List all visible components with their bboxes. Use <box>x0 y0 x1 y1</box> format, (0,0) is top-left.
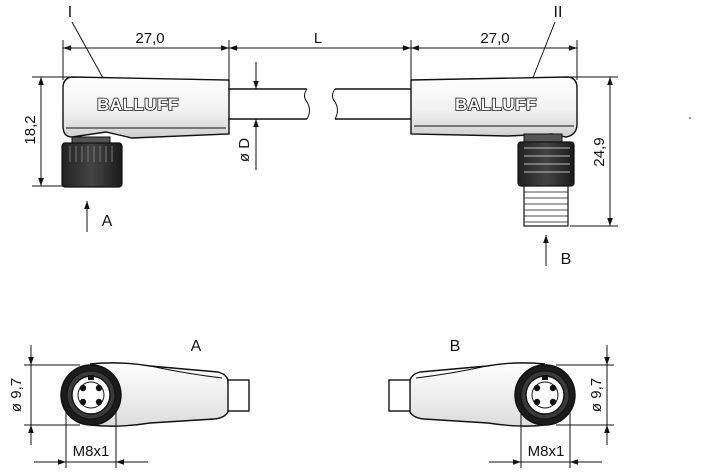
dim-left-height: 18,2 <box>22 115 39 144</box>
dim-right-length: 27,0 <box>480 30 509 47</box>
arrow-label-b: B <box>561 251 572 268</box>
brand-left: BALLUFF <box>97 95 179 114</box>
top-view: 27,0 L 27,0 I II 18,2 BALLUFF <box>22 4 691 268</box>
left-coupling-nut <box>61 142 123 188</box>
view-b-label: B <box>450 338 461 355</box>
dim-cable-diameter: ø D <box>236 138 253 162</box>
cable-diameter-dimension <box>228 62 262 170</box>
view-b-thread-dimension <box>489 410 602 468</box>
view-a-thread-dimension <box>34 410 148 468</box>
right-connector-body <box>410 76 578 138</box>
label-connector-ii: II <box>554 4 563 21</box>
arrow-label-a: A <box>102 213 113 230</box>
label-connector-i: I <box>68 4 72 21</box>
right-threaded-pin <box>523 185 569 227</box>
view-b-diameter-dimension <box>556 345 614 445</box>
top-dimension-line <box>62 40 578 80</box>
leader-ii <box>531 21 556 81</box>
stray-dot <box>689 117 691 119</box>
right-connector: BALLUFF <box>410 76 578 227</box>
view-a-label: A <box>191 338 202 355</box>
view-a-pin-holes <box>79 384 103 406</box>
dim-right-height: 24,9 <box>591 137 608 166</box>
dim-a-diameter: ø 9,7 <box>8 378 25 412</box>
left-connector: BALLUFF <box>61 76 230 188</box>
view-b-pins <box>533 384 557 406</box>
view-a: A ø 9,7 <box>8 338 250 468</box>
dim-a-thread: M8x1 <box>73 443 110 460</box>
cable <box>229 88 411 120</box>
view-b: B ø 9,7 M8x1 <box>388 338 614 468</box>
view-b-cable-stub <box>388 379 411 412</box>
dim-b-diameter: ø 9,7 <box>588 378 605 412</box>
leader-i <box>71 21 104 79</box>
left-connector-body <box>62 76 230 139</box>
dim-b-thread: M8x1 <box>528 443 565 460</box>
brand-right: BALLUFF <box>455 95 537 114</box>
dim-cable-length: L <box>314 30 322 47</box>
right-height-dimension <box>566 76 618 227</box>
view-a-cable-stub <box>227 379 250 412</box>
dim-left-length: 27,0 <box>135 30 164 47</box>
view-a-diameter-dimension <box>24 345 80 445</box>
